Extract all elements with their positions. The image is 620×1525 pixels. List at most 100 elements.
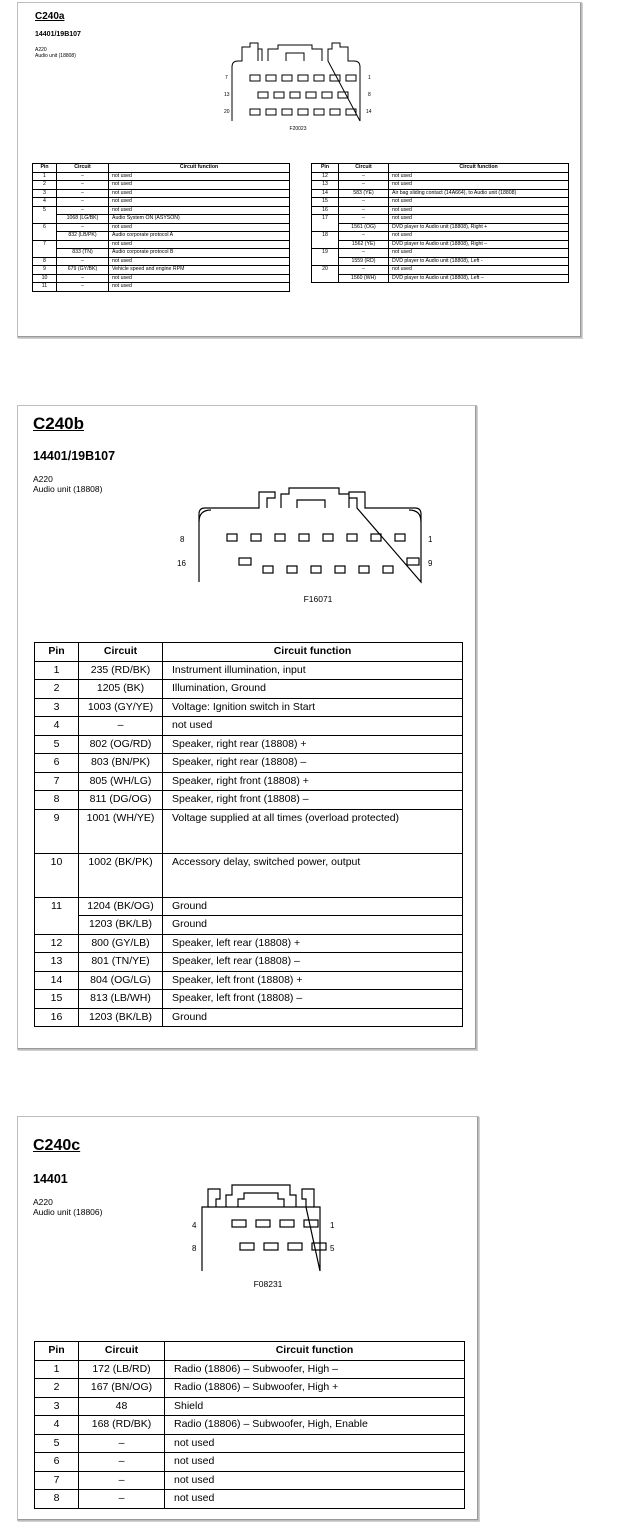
table-header-row: Pin Circuit Circuit function bbox=[34, 642, 463, 662]
pin-label: 7 bbox=[225, 75, 228, 81]
table-row: 5–not used bbox=[34, 1433, 465, 1453]
connector-diagram bbox=[201, 1184, 327, 1272]
circuit-cell: 1561 (OG) bbox=[338, 222, 389, 232]
circuit-cell: – bbox=[56, 273, 109, 283]
header-pin: Pin bbox=[311, 163, 339, 173]
pin-cell: 18 bbox=[311, 231, 339, 240]
table-row: 832 (LB/PK)Audio corporate protocol A bbox=[32, 231, 290, 241]
function-cell: not used bbox=[164, 1489, 465, 1509]
function-cell: not used bbox=[108, 197, 290, 207]
pin-cell: 11 bbox=[34, 896, 79, 916]
pin-label: 5 bbox=[330, 1244, 335, 1253]
diagram-code: F08231 bbox=[253, 1279, 283, 1289]
table-row: 5–not used bbox=[32, 205, 290, 215]
pin-cell: 8 bbox=[34, 1489, 79, 1509]
header-circuit: Circuit bbox=[78, 1341, 165, 1361]
location-code: A220 bbox=[33, 1197, 53, 1207]
pin-cell: 19 bbox=[311, 248, 339, 257]
header-pin: Pin bbox=[34, 1341, 79, 1361]
table-row: 13–not used bbox=[311, 180, 569, 190]
function-cell: Air bag sliding contact (14A664), to Aud… bbox=[388, 188, 569, 198]
pin-cell: 3 bbox=[32, 188, 57, 198]
circuit-cell: 813 (LB/WH) bbox=[78, 989, 163, 1009]
circuit-cell: 805 (WH/LG) bbox=[78, 771, 163, 791]
header-circuit: Circuit bbox=[338, 163, 389, 173]
pin-cell: 14 bbox=[311, 188, 339, 198]
pin-cell: 3 bbox=[34, 697, 79, 717]
circuit-cell: 235 (RD/BK) bbox=[78, 660, 163, 680]
function-cell: not used bbox=[388, 265, 569, 275]
circuit-cell: – bbox=[78, 1489, 165, 1509]
circuit-cell: 811 (DG/OG) bbox=[78, 790, 163, 810]
pin-cell: 13 bbox=[34, 952, 79, 972]
pin-cell: 17 bbox=[311, 214, 339, 223]
pin-cell: 8 bbox=[34, 790, 79, 810]
part-number: 14401 bbox=[33, 1172, 68, 1186]
table-row: 4–not used bbox=[34, 716, 463, 736]
circuit-cell: – bbox=[78, 1470, 165, 1490]
table-row: 3–not used bbox=[32, 188, 290, 198]
pin-cell: 16 bbox=[34, 1007, 79, 1027]
function-cell: Speaker, right front (18808) – bbox=[162, 790, 463, 810]
pin-label: 1 bbox=[428, 535, 433, 544]
circuit-cell: – bbox=[78, 1452, 165, 1472]
pin-label: 9 bbox=[428, 559, 433, 568]
pin-cell: 7 bbox=[34, 1470, 79, 1490]
circuit-cell: 801 (TN/YE) bbox=[78, 952, 163, 972]
header-pin: Pin bbox=[32, 163, 57, 173]
function-cell: not used bbox=[164, 1433, 465, 1453]
circuit-cell: 1203 (BK/LB) bbox=[78, 1007, 163, 1027]
pin-cavities bbox=[249, 74, 357, 116]
connector-description: Audio unit (18808) bbox=[35, 53, 76, 59]
function-cell: Speaker, left front (18808) + bbox=[162, 970, 463, 990]
circuit-cell: 48 bbox=[78, 1396, 165, 1416]
table-row: 6–not used bbox=[34, 1452, 465, 1472]
function-cell: not used bbox=[108, 273, 290, 283]
circuit-cell: – bbox=[56, 180, 109, 190]
function-cell: Ground bbox=[162, 915, 463, 935]
connector-title: C240c bbox=[33, 1137, 81, 1154]
table-row: 17–not used bbox=[311, 214, 569, 224]
pin-cell bbox=[311, 257, 339, 266]
connector-panel-c240b: C240b 14401/19B107 A220 Audio unit (1880… bbox=[17, 405, 477, 1050]
circuit-cell: – bbox=[56, 205, 109, 215]
pin-cavities bbox=[231, 1219, 327, 1251]
connector-panel-c240c: C240c 14401 A220 Audio unit (18806) 4 1 … bbox=[17, 1116, 479, 1521]
function-cell: Accessory delay, switched power, output bbox=[162, 852, 463, 898]
table-row: 1560 (WH)DVD player to Audio unit (18808… bbox=[311, 273, 569, 283]
circuit-cell: – bbox=[338, 214, 389, 224]
function-cell: not used bbox=[108, 180, 290, 190]
diagram-code: F16071 bbox=[303, 594, 333, 604]
function-cell: not used bbox=[164, 1452, 465, 1472]
pin-cell: 5 bbox=[34, 1433, 79, 1453]
function-cell: Voltage: Ignition switch in Start bbox=[162, 697, 463, 717]
connector-description: Audio unit (18808) bbox=[33, 484, 103, 494]
pin-cell: 10 bbox=[32, 273, 57, 283]
header-function: Circuit function bbox=[388, 163, 569, 173]
pin-cell: 12 bbox=[311, 171, 339, 181]
pin-cell: 16 bbox=[311, 205, 339, 215]
circuit-cell: 1003 (GY/YE) bbox=[78, 697, 163, 717]
circuit-cell: – bbox=[56, 222, 109, 232]
function-cell: not used bbox=[108, 188, 290, 198]
circuit-cell: 168 (RD/BK) bbox=[78, 1415, 165, 1435]
pin-cell: 4 bbox=[32, 197, 57, 207]
function-cell: not used bbox=[162, 716, 463, 736]
pin-cell: 7 bbox=[34, 771, 79, 791]
circuit-cell: – bbox=[338, 197, 389, 207]
pin-cell: 11 bbox=[32, 282, 57, 292]
pin-cell bbox=[32, 248, 57, 258]
connector-description: Audio unit (18806) bbox=[33, 1207, 103, 1217]
circuit-cell: 832 (LB/PK) bbox=[56, 231, 109, 241]
pin-label: 8 bbox=[192, 1244, 197, 1253]
